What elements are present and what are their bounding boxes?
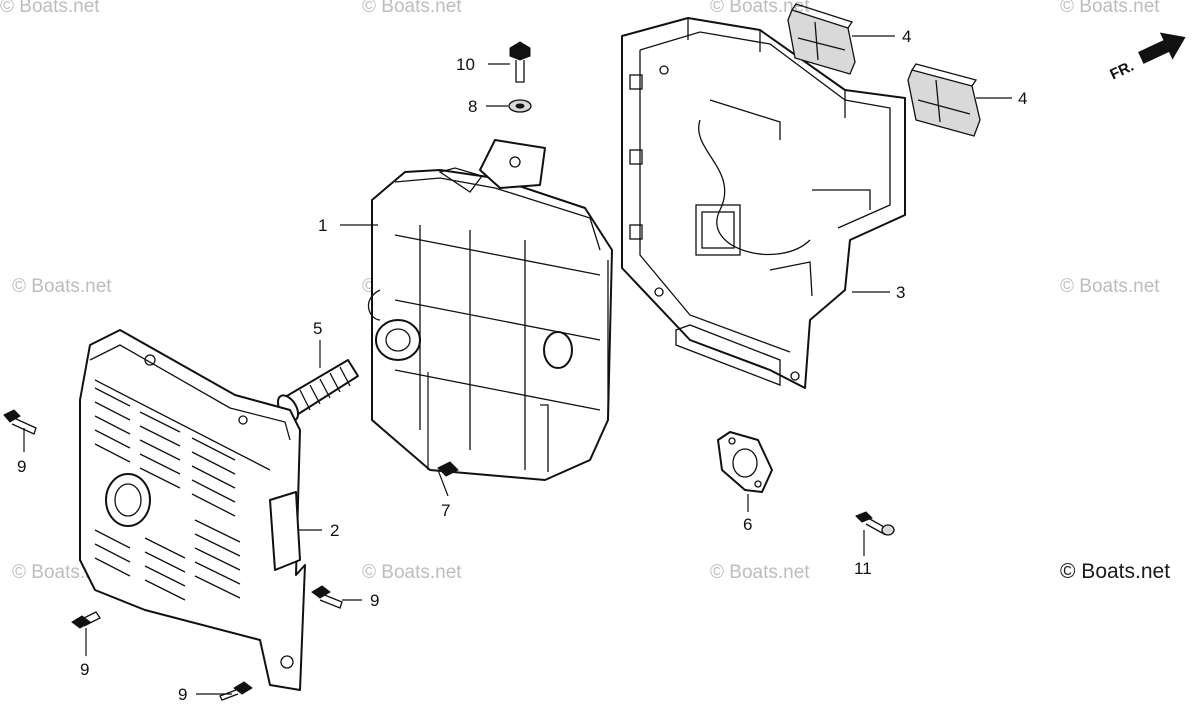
callout-3: 3 <box>896 283 905 302</box>
leader-lines <box>23 35 1012 695</box>
callout-9: 9 <box>178 685 187 704</box>
callout-9: 9 <box>80 660 89 679</box>
washer-part-8 <box>508 99 532 113</box>
callout-6: 6 <box>743 515 752 534</box>
bolt-part-11 <box>855 511 895 536</box>
callout-9: 9 <box>370 591 379 610</box>
callout-11: 11 <box>854 559 872 578</box>
watermark: © Boats.net <box>1060 276 1160 297</box>
callout-4: 4 <box>902 27 911 46</box>
callout-5: 5 <box>313 319 322 338</box>
muffler-part-1 <box>367 139 613 481</box>
front-direction-marker: FR. <box>1107 32 1186 84</box>
watermark: © Boats.net <box>710 562 810 583</box>
cover-vent-slots <box>94 387 241 601</box>
front-marker-label: FR. <box>1107 58 1136 84</box>
callout-1: 1 <box>318 216 327 235</box>
watermark: © Boats.net <box>362 0 462 17</box>
flange-bolt-part-10 <box>509 41 531 83</box>
watermark: © Boats.net <box>362 562 462 583</box>
screw-part-7 <box>437 461 459 477</box>
watermark: © Boats.net <box>0 0 100 17</box>
callout-labels: 1 2 3 4 4 5 6 7 8 9 9 9 9 10 11 <box>17 27 1027 704</box>
bolt-part-9 <box>311 585 343 609</box>
callout-9: 9 <box>17 457 26 476</box>
rubber-clip-part-4 <box>787 3 856 75</box>
bolt-part-9 <box>71 611 101 629</box>
callout-10: 10 <box>456 55 475 74</box>
bolt-part-9 <box>219 681 253 701</box>
callout-8: 8 <box>468 97 477 116</box>
watermark: © Boats.net <box>12 276 112 297</box>
rubber-clip-part-4 <box>907 63 981 137</box>
brand-watermark: © Boats.net <box>1060 560 1170 583</box>
front-arrow-icon <box>1138 32 1186 64</box>
muffler-cover-part-2 <box>79 329 306 691</box>
callout-2: 2 <box>330 521 339 540</box>
callout-7: 7 <box>441 501 450 520</box>
watermark: © Boats.net <box>1060 0 1160 17</box>
callout-4: 4 <box>1018 89 1027 108</box>
bolt-part-9 <box>3 409 37 435</box>
gasket-part-6 <box>717 431 773 493</box>
muffler-protector-part-3 <box>621 17 906 389</box>
watermark: © Boats.net <box>710 0 810 17</box>
